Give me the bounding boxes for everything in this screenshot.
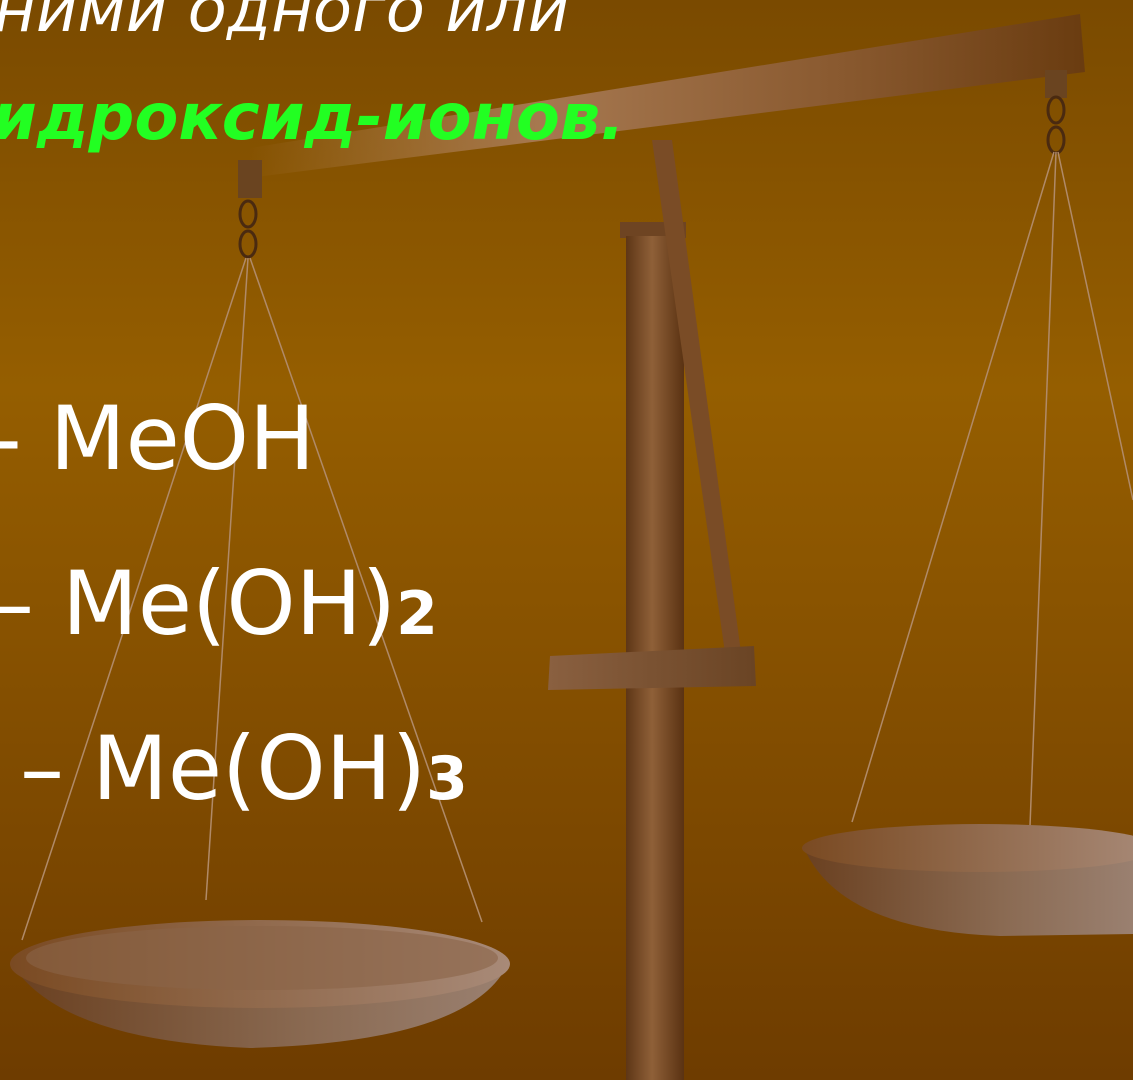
- formula-subscript: 2: [396, 579, 438, 649]
- left-hanger: [238, 160, 262, 198]
- left-hanger-ring: [238, 229, 258, 259]
- right-hanger-ring: [1046, 125, 1066, 155]
- scale-beam: [248, 14, 1085, 178]
- left-strings: [21, 257, 483, 941]
- left-pan-inner: [26, 926, 498, 990]
- right-hanger-ring: [1046, 95, 1066, 125]
- left-hanger-ring: [238, 199, 258, 229]
- scale-foot: [548, 646, 756, 690]
- formula-subscript: 3: [426, 744, 468, 814]
- right-strings: [851, 151, 1133, 827]
- right-pan-rim: [802, 824, 1133, 872]
- right-hanger: [1045, 70, 1067, 98]
- formula-meoh: - MeOH: [0, 387, 316, 490]
- heading-line-2: идроксид-ионов.: [0, 81, 625, 155]
- formula-me-oh-2: – Me(OH)2: [0, 560, 438, 648]
- formula-main: – Me(OH): [20, 717, 427, 820]
- formula-me-oh-3: – Me(OH)3: [20, 725, 468, 813]
- heading-line-1: ними одного или: [0, 0, 570, 47]
- scale-pointer: [652, 140, 742, 660]
- formula-main: – Me(OH): [0, 552, 397, 655]
